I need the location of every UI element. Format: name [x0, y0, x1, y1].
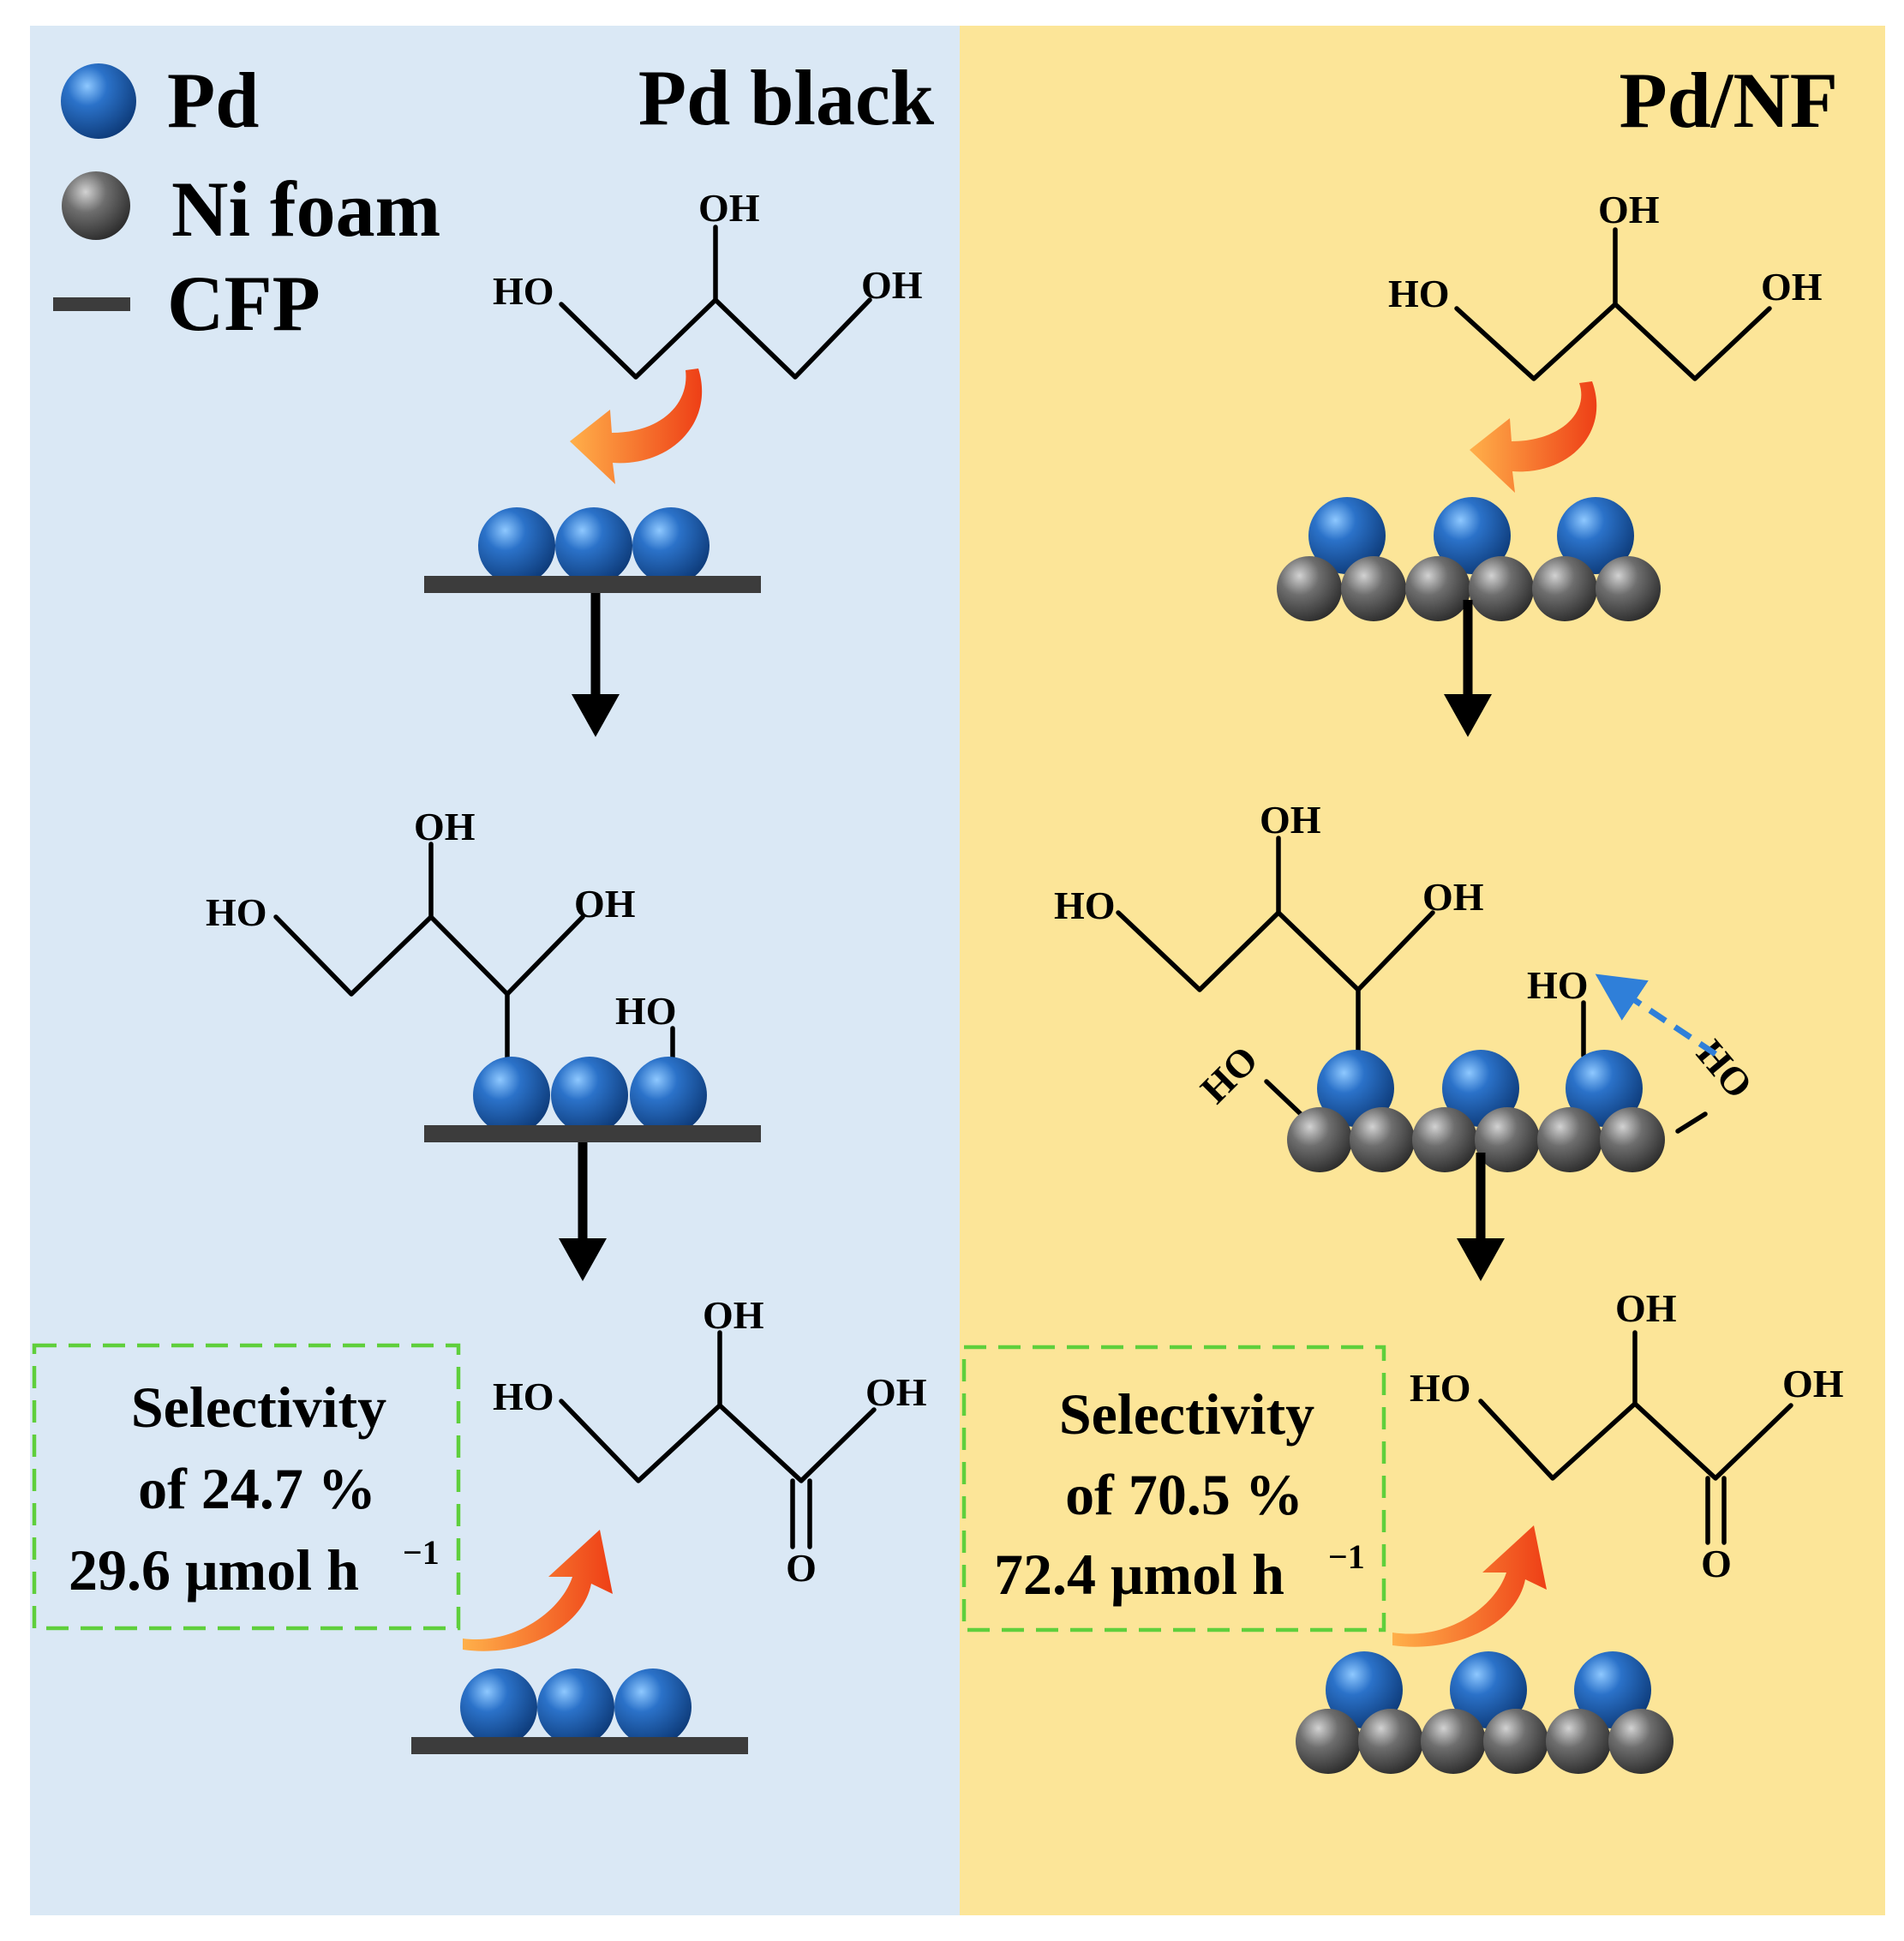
legend-ni-foam-label: Ni foam [171, 165, 440, 253]
svg-text:HO: HO [206, 890, 267, 934]
left-adsorption-curved-arrow [570, 368, 703, 484]
svg-text:HO: HO [1388, 272, 1450, 315]
right-pd-nf-catalyst-2 [1287, 1050, 1665, 1172]
left-glyceric-acid-molecule: HO OH OH O [493, 1293, 927, 1590]
right-panel-background [960, 26, 1885, 1915]
legend-pd-label: Pd [167, 57, 259, 144]
right-adsorption-curved-arrow [1470, 381, 1597, 493]
right-result-superscript: −1 [1328, 1537, 1365, 1576]
svg-text:HO: HO [493, 269, 554, 313]
left-adsorbed-glycerol: HO OH OH HO [206, 805, 677, 1063]
left-reaction-arrow-2 [559, 1142, 607, 1281]
svg-text:HO: HO [493, 1375, 554, 1418]
left-glycerol-molecule: HO OH OH [493, 186, 923, 380]
right-pd-nf-catalyst-3 [1296, 1651, 1673, 1774]
legend-cfp-label: CFP [167, 260, 320, 347]
svg-text:OH: OH [865, 1370, 927, 1414]
right-result-box [961, 1345, 1386, 1632]
legend-cfp-bar-icon [53, 297, 130, 311]
right-reaction-arrow-1 [1444, 600, 1492, 737]
right-result-line2: of 70.5 % [1065, 1462, 1303, 1527]
left-panel-title: Pd black [638, 54, 935, 141]
svg-text:OH: OH [1782, 1362, 1844, 1405]
svg-text:O: O [786, 1546, 817, 1590]
left-pd-black-catalyst-2 [424, 1057, 761, 1142]
right-result-line3: 72.4 μmol h [994, 1542, 1284, 1607]
right-result-line1: Selectivity [1059, 1381, 1314, 1447]
right-glyceric-acid-molecule: HO OH OH O [1410, 1286, 1844, 1585]
svg-text:OH: OH [1422, 875, 1484, 919]
svg-text:OH: OH [698, 186, 760, 230]
right-panel-title: Pd/NF [1619, 57, 1838, 144]
svg-text:OH: OH [574, 882, 636, 926]
legend-pd-sphere-icon [61, 63, 136, 139]
left-reaction-arrow-1 [572, 593, 620, 737]
svg-text:OH: OH [1761, 265, 1823, 309]
legend-ni-sphere-icon [62, 171, 130, 240]
right-reaction-arrow-2 [1457, 1153, 1505, 1281]
left-panel-background [30, 26, 960, 1915]
left-pd-black-catalyst-1 [424, 507, 761, 593]
svg-text:O: O [1701, 1542, 1732, 1585]
svg-text:HO: HO [615, 989, 677, 1033]
svg-text:OH: OH [1598, 188, 1660, 231]
left-result-line1: Selectivity [131, 1375, 386, 1440]
svg-text:OH: OH [1260, 798, 1321, 842]
left-result-box [32, 1343, 461, 1631]
svg-text:OH: OH [414, 805, 476, 848]
svg-text:OH: OH [1615, 1286, 1677, 1330]
right-pd-nf-catalyst-1 [1277, 497, 1661, 621]
right-glycerol-molecule: HO OH OH [1388, 188, 1823, 381]
svg-text:HO: HO [1410, 1366, 1471, 1410]
right-desorption-curved-arrow [1392, 1525, 1547, 1647]
svg-text:OH: OH [861, 263, 923, 307]
svg-text:OH: OH [703, 1293, 764, 1337]
right-hydroxyl-transfer-dashed-arrow [1595, 973, 1717, 1057]
left-result-superscript: −1 [403, 1533, 440, 1572]
svg-text:HO: HO [1054, 884, 1116, 927]
svg-text:HO: HO [1527, 963, 1589, 1007]
left-desorption-curved-arrow [463, 1530, 613, 1651]
left-pd-black-catalyst-3 [411, 1668, 748, 1754]
left-result-line2: of 24.7 % [138, 1456, 376, 1521]
left-result-line3: 29.6 μmol h [69, 1537, 359, 1603]
